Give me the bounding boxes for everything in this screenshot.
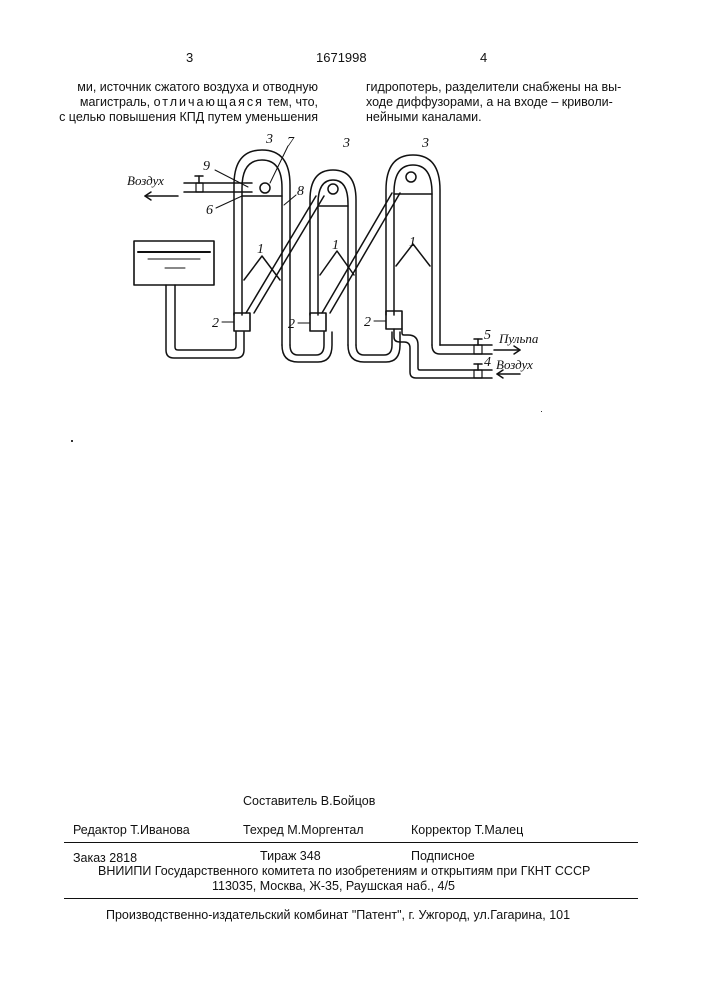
u-bend-1-outer	[290, 332, 324, 355]
order-line: Заказ 2818	[73, 851, 137, 865]
tank	[134, 241, 214, 285]
pulp-label: Пульпа	[498, 331, 539, 346]
footer-rule-2	[64, 898, 638, 899]
label-3-col-2: 3	[342, 136, 350, 151]
apparatus-diagram: Воздух Пульпа Воздух 3 7 9 6 8 3 3 1 1 1…	[0, 0, 707, 420]
footer-rule-1	[64, 842, 638, 843]
corrector-line: Корректор Т.Малец	[411, 823, 523, 837]
label-4: 4	[484, 355, 491, 370]
scan-speck-1	[71, 440, 73, 442]
air-in-label: Воздух	[496, 357, 533, 372]
pulp-outlet	[432, 345, 492, 354]
label-3-col-3: 3	[421, 136, 429, 151]
diagonal-pipe-1b	[254, 196, 324, 313]
label-2-col-2: 2	[288, 317, 295, 332]
valve-4	[474, 364, 482, 378]
air-out-label: Воздух	[127, 173, 164, 188]
label-5: 5	[484, 328, 491, 343]
label-1-col-3: 1	[409, 235, 416, 250]
valve-air-out	[195, 176, 203, 192]
column-3-inner	[394, 165, 432, 345]
valve-7-ball	[260, 183, 270, 193]
column-3-ball	[406, 172, 416, 182]
org-line: ВНИИПИ Государственного комитета по изоб…	[98, 864, 590, 878]
compiler-line: Составитель В.Бойцов	[243, 794, 375, 808]
feed-pipe-inner	[175, 285, 236, 350]
label-1-col-2: 1	[332, 238, 339, 253]
diffuser-1-col-1	[244, 256, 280, 280]
label-2-col-3: 2	[364, 315, 371, 330]
label-7: 7	[287, 135, 295, 150]
subscription-line: Подписное	[411, 849, 475, 863]
leader-6	[216, 196, 242, 208]
label-6: 6	[206, 203, 213, 218]
editor-line: Редактор Т.Иванова	[73, 823, 190, 837]
label-3-col-1: 3	[265, 132, 273, 147]
circulation-line: Тираж 348	[260, 849, 321, 863]
column-2-inner	[318, 180, 348, 345]
label-9: 9	[203, 159, 210, 174]
diagonal-pipe-2a	[322, 193, 392, 313]
valve-5	[474, 339, 482, 354]
scan-speck-2	[541, 411, 542, 412]
diffuser-1-col-2	[320, 251, 354, 275]
address-line: 113035, Москва, Ж-35, Раушская наб., 4/5	[212, 879, 455, 893]
publisher-line: Производственно-издательский комбинат "П…	[106, 908, 570, 922]
label-2-col-1: 2	[212, 316, 219, 331]
u-bend-2-outer	[356, 332, 392, 355]
techred-line: Техред М.Моргентал	[243, 823, 364, 837]
label-1-col-1: 1	[257, 242, 264, 257]
label-8: 8	[297, 184, 304, 199]
diagonal-pipe-2b	[330, 193, 400, 313]
column-2-ball	[328, 184, 338, 194]
